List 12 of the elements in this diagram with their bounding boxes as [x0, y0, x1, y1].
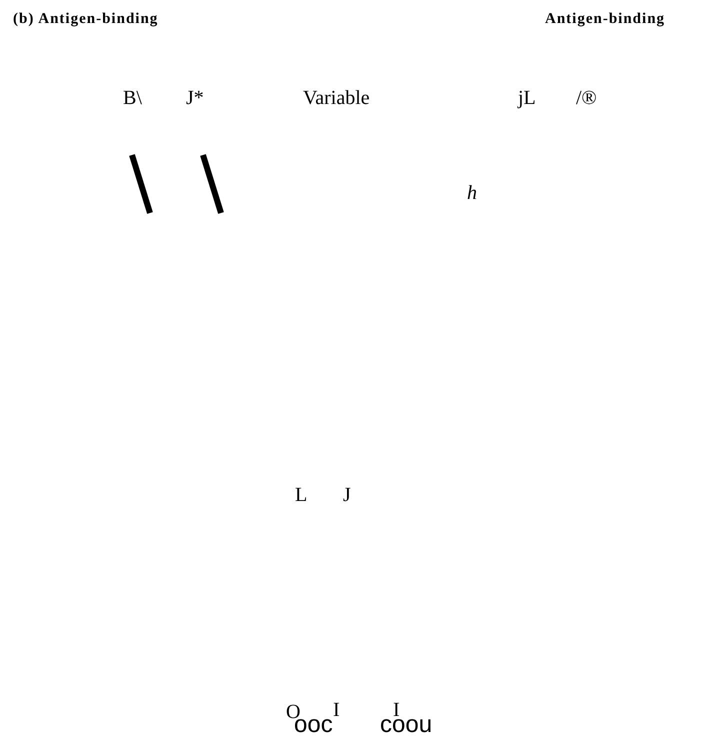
label-text: I: [333, 700, 340, 720]
label-text: J*: [186, 88, 204, 108]
label-text: /®: [576, 88, 597, 108]
label-text: J: [343, 485, 351, 505]
label-text: Variable: [303, 88, 370, 108]
label-text: I: [393, 700, 400, 720]
heading-text: (b) Antigen-binding: [13, 12, 158, 27]
label-text: jL: [518, 88, 536, 108]
label-text: B\: [123, 88, 142, 108]
heading-text: Antigen-binding: [545, 12, 666, 27]
label-text: L: [295, 485, 308, 505]
label-text: h: [467, 183, 477, 203]
